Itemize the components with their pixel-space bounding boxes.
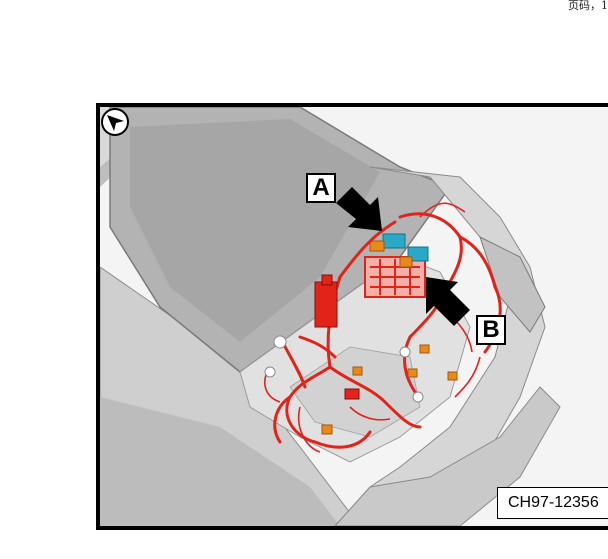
control-unit bbox=[314, 274, 338, 328]
connectors bbox=[321, 344, 458, 435]
pointer-arrow-b-icon bbox=[426, 277, 470, 326]
pointer-arrow-a-icon bbox=[336, 187, 382, 231]
callout-label-b: B bbox=[476, 315, 506, 345]
relay-carrier bbox=[364, 256, 426, 298]
page-header-text: 页码，1 bbox=[568, 0, 608, 12]
vehicle-trunk-drawing bbox=[100, 107, 608, 526]
relay-blocks bbox=[369, 233, 429, 268]
orientation-arrow-icon bbox=[101, 108, 129, 136]
grommets bbox=[264, 335, 424, 403]
callout-label-a: A bbox=[306, 173, 336, 203]
figure-code-label: CH97-12356 bbox=[497, 487, 608, 519]
wiring-illustration: A B CH97-12356 bbox=[96, 103, 608, 530]
